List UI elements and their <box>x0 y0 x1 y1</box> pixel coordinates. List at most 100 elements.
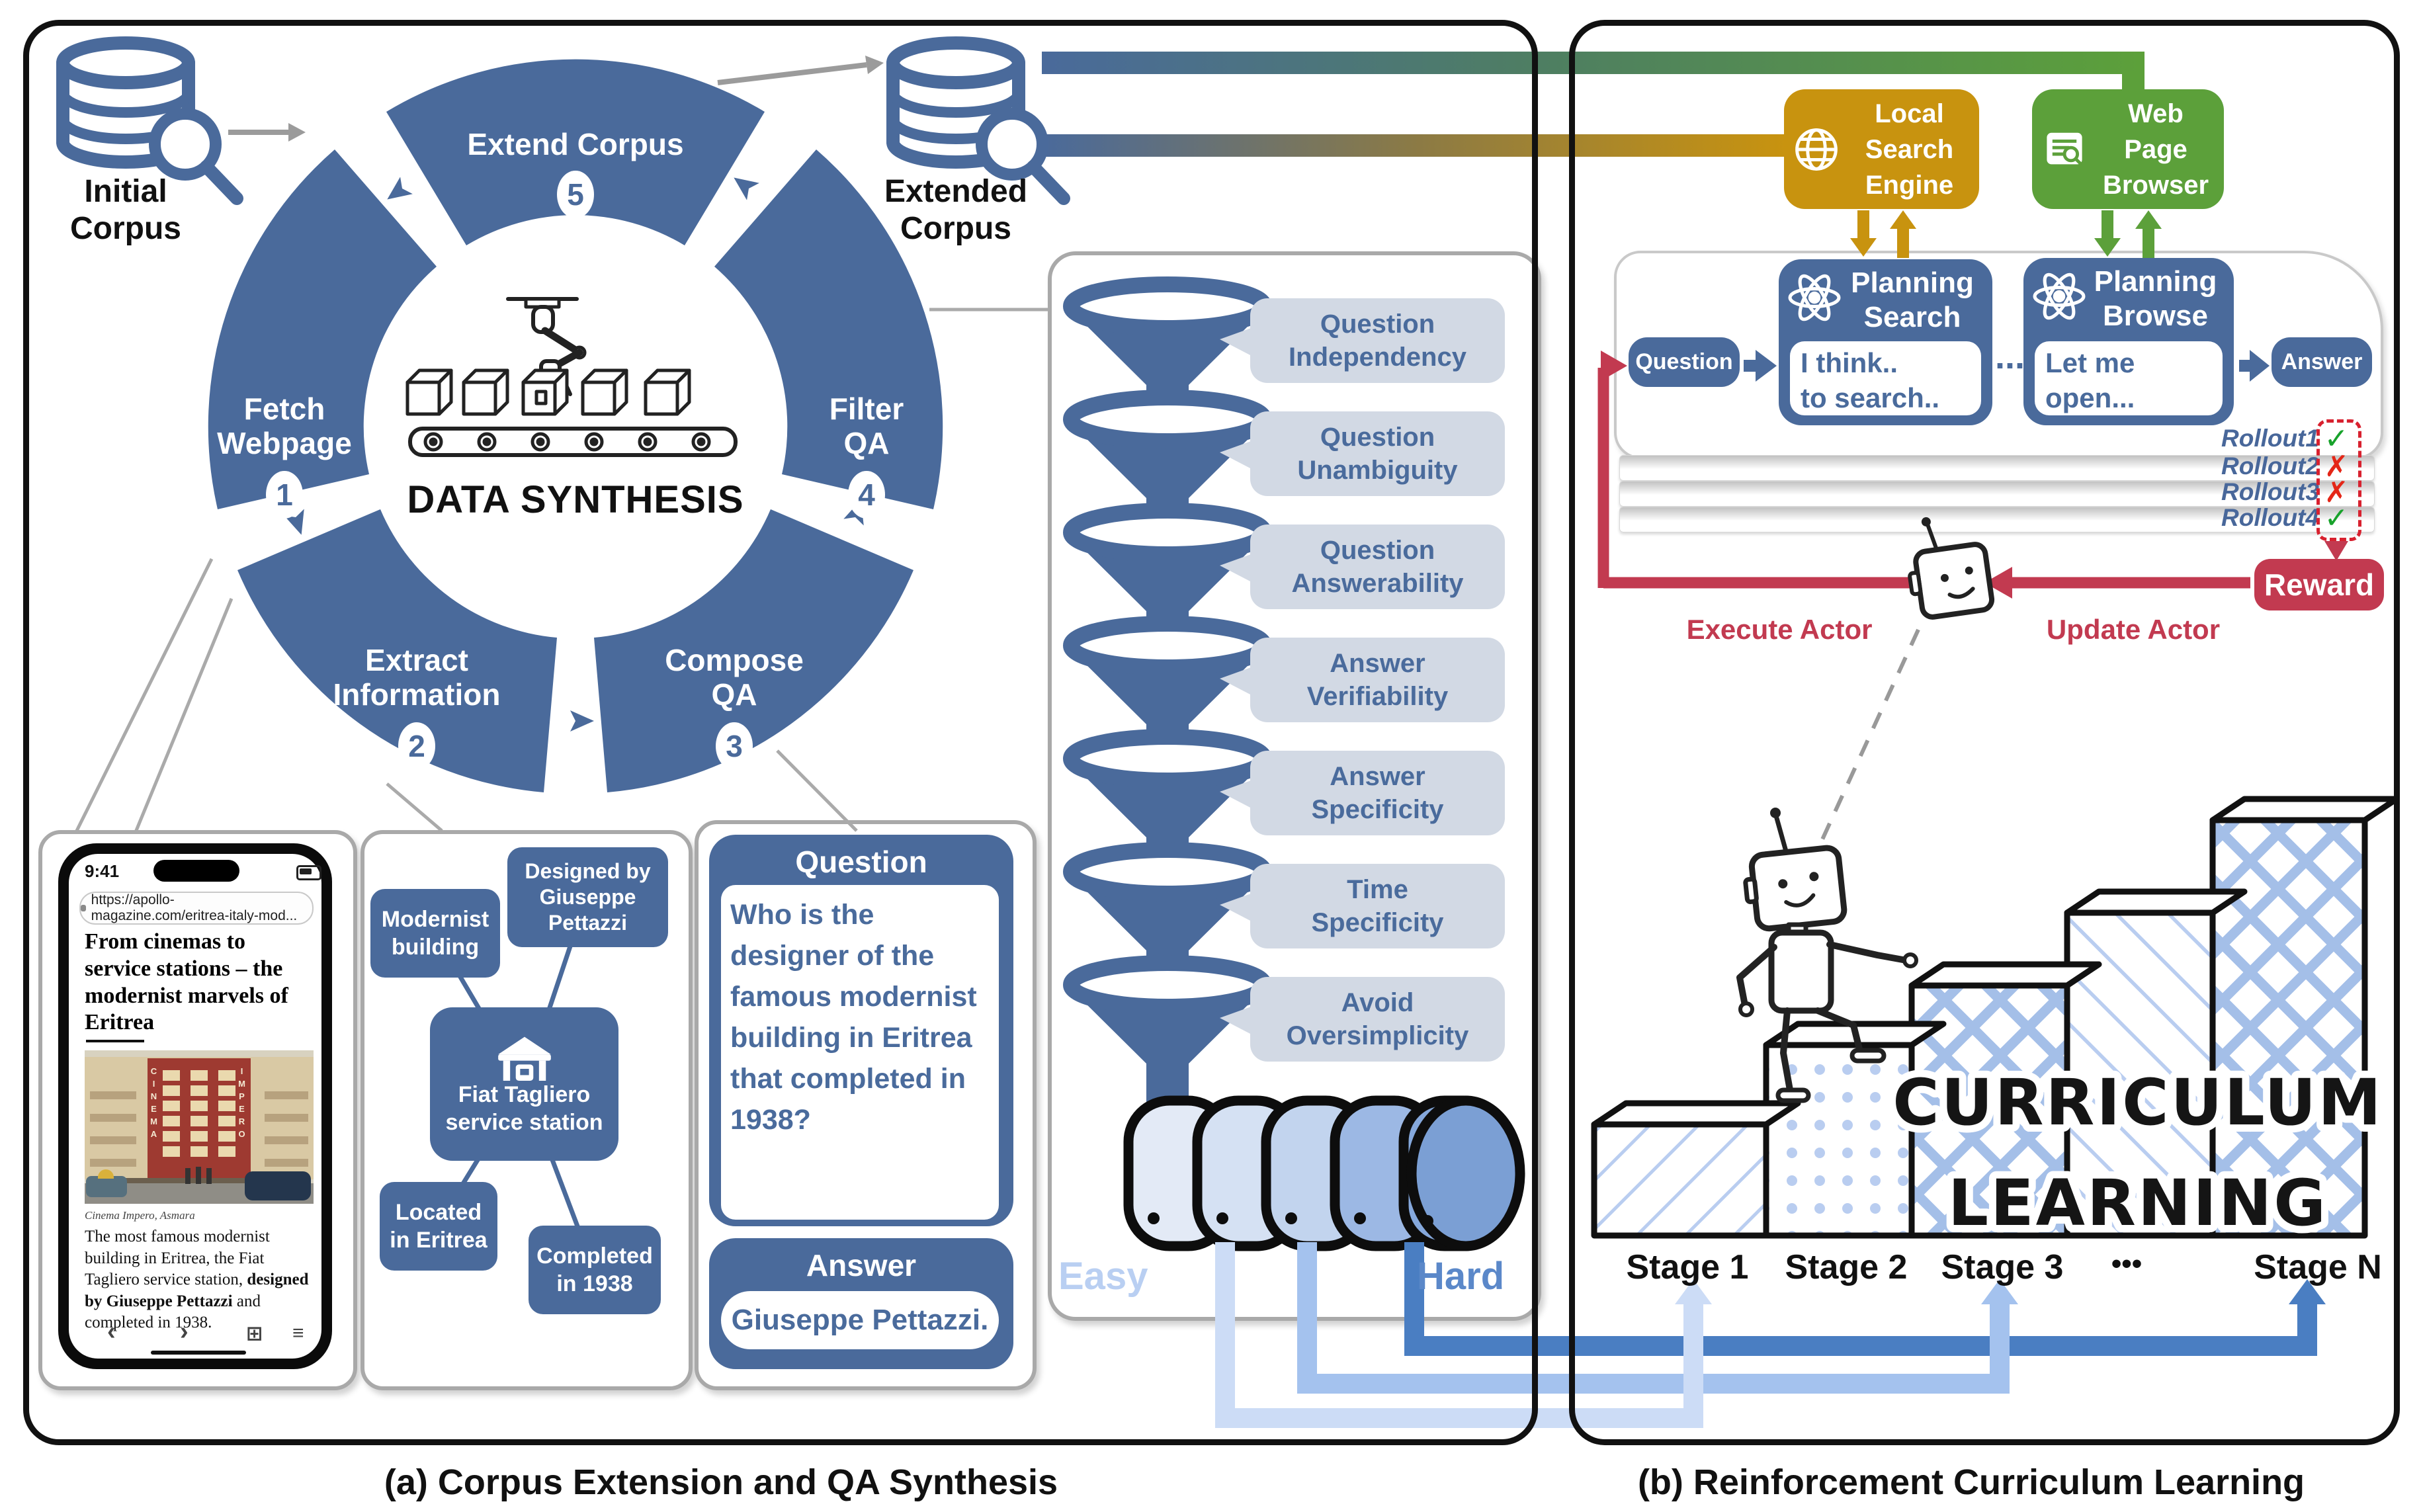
rollout-strip-2 <box>1619 455 2375 481</box>
question-title: Question <box>795 845 927 879</box>
rollout-4-label: Rollout4 <box>2221 504 2319 531</box>
planning-search-thought: I think..to search.. <box>1790 341 1981 415</box>
rollout-2-label: Rollout2 <box>2221 452 2319 480</box>
phone-status-time: 9:41 <box>85 861 120 881</box>
step-number-3: 3 <box>716 722 753 770</box>
initial-corpus-icon <box>56 36 243 205</box>
flow-ellipsis: ... <box>1995 337 2025 376</box>
atom-icon <box>2033 273 2086 320</box>
step-number-5: 5 <box>557 171 594 218</box>
article-body-bold: designed by Giuseppe Pettazzi <box>85 1271 309 1310</box>
nav-tabs-icon[interactable]: ⊞ <box>246 1323 263 1345</box>
curriculum-word-1: CURRICULUM <box>1892 1066 2383 1140</box>
home-indicator[interactable] <box>151 1351 246 1355</box>
cinema-sign: CINEMA <box>149 1066 159 1142</box>
update-actor-label: Update Actor <box>2046 614 2221 645</box>
corpus-to-search-bar <box>1042 134 1786 157</box>
lock-icon <box>81 905 86 911</box>
curriculum-word-2: LEARNING <box>1948 1166 2328 1240</box>
actor-robot-icon <box>1908 517 1995 620</box>
curriculum-stairs <box>1591 796 2400 1239</box>
answer-text: Giuseppe Pettazzi. <box>721 1291 999 1349</box>
question-node: Question <box>1629 337 1740 387</box>
flow-arrows <box>1744 350 2270 382</box>
article-body: The most famous modernist building in Er… <box>85 1228 309 1331</box>
rollout-3-label: Rollout3 <box>2221 478 2319 505</box>
service-station-icon <box>497 1036 551 1081</box>
climbing-robot <box>1736 808 1918 1103</box>
answer-block: Answer Giuseppe Pettazzi. <box>709 1238 1013 1369</box>
rollout-1-label: Rollout1 <box>2221 425 2319 452</box>
url-bar[interactable]: https://apollo-magazine.com/eritrea-ital… <box>79 892 314 925</box>
actor-loop <box>1597 351 2348 599</box>
step-extend-corpus: Extend Corpus 5 <box>410 127 741 218</box>
factory-conveyor-icon <box>405 297 738 457</box>
question-block: Question Who is the designer of the famo… <box>709 835 1013 1226</box>
nav-forward-icon[interactable]: › <box>180 1318 189 1345</box>
globe-icon <box>1795 128 1838 171</box>
corpus-to-browser-bar <box>1042 52 2145 94</box>
battery-icon <box>296 865 321 880</box>
rollout-2-mark: ✗ <box>2324 450 2349 483</box>
rollout-1-mark: ✓ <box>2324 423 2349 455</box>
reward-box: Reward <box>2254 559 2384 610</box>
synthesis-cycle-ring <box>208 59 943 792</box>
web-page-icon <box>2047 132 2082 165</box>
actor-projection-line <box>1817 628 1920 848</box>
answer-node: Answer <box>2272 337 2372 387</box>
stage-1-label: Stage 1 <box>1626 1248 1749 1286</box>
rollout-3-mark: ✗ <box>2324 476 2349 509</box>
rollout-strip-3 <box>1619 481 2375 507</box>
rollout-marks-highlight <box>2316 419 2361 541</box>
impero-sign: IMPERO <box>237 1066 247 1142</box>
extended-corpus-icon <box>886 36 1070 205</box>
caption-panel-b: (b) Reinforcement Curriculum Learning <box>1637 1462 2305 1502</box>
headline-rule <box>86 1040 144 1042</box>
article-photo: CINEMA IMPERO <box>85 1050 314 1204</box>
dynamic-island <box>153 860 239 882</box>
article-headline: From cinemas to service stations – the m… <box>85 929 288 1035</box>
atom-icon <box>1788 274 1841 321</box>
photo-caption: Cinema Impero, Asmara <box>85 1209 195 1222</box>
stage-dots: ••• <box>2111 1247 2143 1280</box>
stage-n-label: Stage N <box>2254 1248 2382 1286</box>
easy-label: Easy <box>1058 1255 1148 1298</box>
question-text: Who is the designer of the famous modern… <box>721 885 999 1220</box>
url-text: https://apollo-magazine.com/eritrea-ital… <box>91 892 298 923</box>
stage-3-label: Stage 3 <box>1941 1248 2064 1286</box>
hard-label: Hard <box>1417 1255 1505 1298</box>
nav-menu-icon[interactable]: ≡ <box>292 1322 304 1344</box>
connector-arrows <box>74 56 1048 833</box>
caption-panel-a: (a) Corpus Extension and QA Synthesis <box>384 1462 1058 1502</box>
step-number-4: 4 <box>848 471 885 519</box>
nav-back-icon[interactable]: ‹ <box>107 1318 116 1345</box>
stage-feed-lines <box>1215 1242 2326 1428</box>
step-number-1: 1 <box>266 471 303 519</box>
difficulty-barrels <box>1123 1095 1525 1251</box>
ring-title: DATA SYNTHESIS <box>407 478 744 521</box>
answer-title: Answer <box>806 1248 917 1282</box>
rollout-4-mark: ✓ <box>2324 502 2349 534</box>
stage-2-label: Stage 2 <box>1785 1248 1908 1286</box>
tool-call-arrows <box>1850 210 2162 258</box>
